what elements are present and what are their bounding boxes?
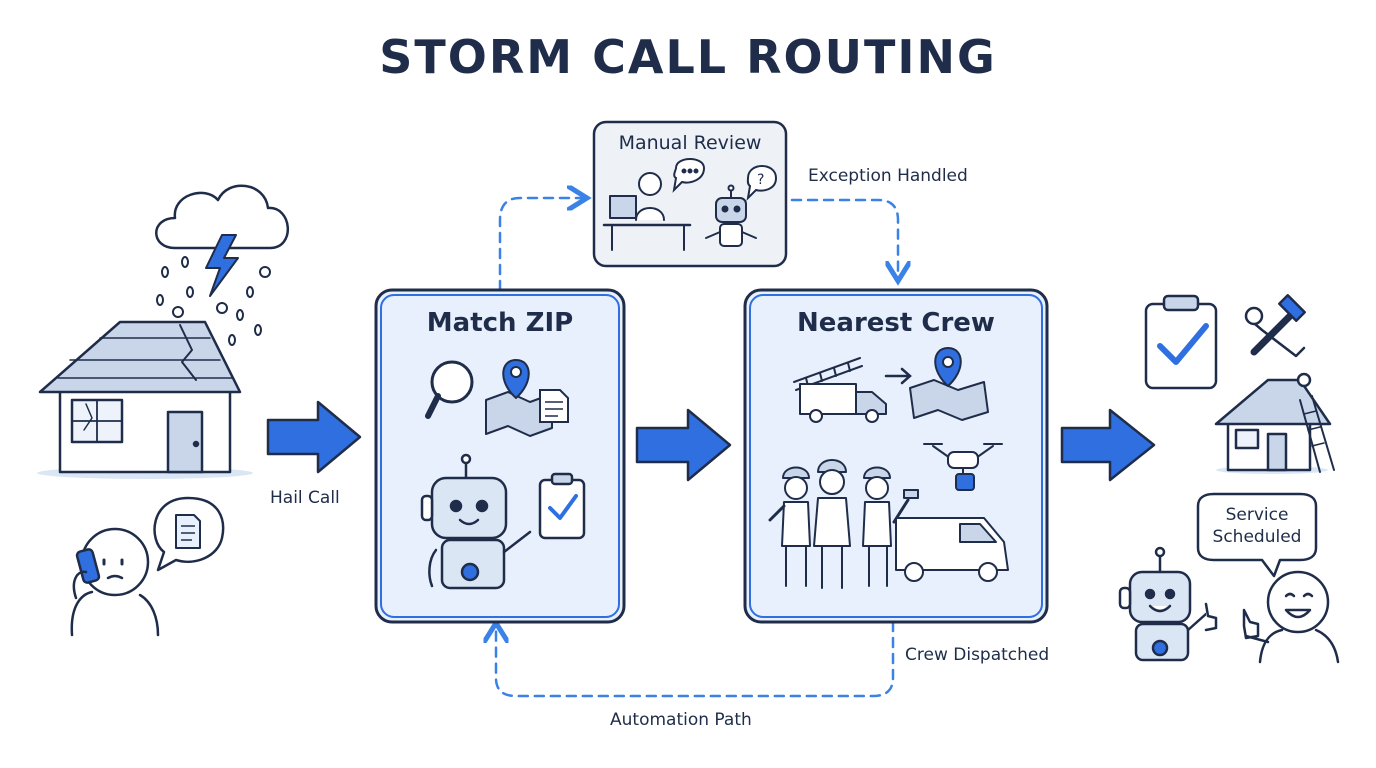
hail-call-label: Hail Call [270, 488, 340, 508]
bubble-line-1: Service [1225, 505, 1289, 525]
manual-review-title: Manual Review [618, 132, 762, 154]
clipboard-check-icon [538, 472, 586, 540]
automation-path-label: Automation Path [610, 710, 752, 730]
crew-dispatched-label: Crew Dispatched [905, 645, 1050, 665]
tools-icon [1244, 294, 1306, 358]
confused-robot-icon [705, 184, 757, 247]
small-arrow-icon [884, 367, 912, 385]
storm-cloud-icon [155, 184, 289, 250]
magnifier-icon [425, 360, 474, 419]
van-icon [895, 517, 1009, 582]
nearest-crew-title: Nearest Crew [797, 308, 995, 338]
dashed-path-exception [790, 198, 898, 276]
document-icon [539, 389, 569, 423]
question-bubble-icon: ? [746, 165, 778, 201]
caller-person-icon [70, 527, 160, 637]
ladder-truck-icon [793, 357, 887, 423]
agent-person-icon [602, 172, 692, 251]
clipboard-done-icon [1144, 294, 1218, 390]
location-map-icon [909, 347, 989, 421]
arrow-to-nearest-crew [635, 408, 732, 482]
happy-robot-icon [1118, 546, 1218, 662]
happy-customer-icon [1242, 570, 1340, 664]
document-bubble-icon [153, 496, 225, 572]
service-scheduled-text: Service Scheduled [1198, 504, 1316, 548]
hail-drops-icon [156, 256, 271, 346]
damaged-house-icon [37, 320, 253, 479]
drone-icon [923, 443, 1003, 491]
diagram-title: STORM CALL ROUTING [379, 30, 997, 84]
match-zip-title: Match ZIP [426, 308, 574, 338]
exception-handled-label: Exception Handled [808, 166, 968, 186]
arrow-to-outcome [1060, 408, 1156, 482]
robot-icon [420, 453, 532, 590]
crew-workers-icon [768, 459, 919, 589]
bubble-line-2: Scheduled [1212, 527, 1302, 547]
repaired-house-icon [1214, 372, 1335, 474]
lightning-icon [205, 234, 239, 297]
map-pin-icon [485, 359, 553, 437]
arrow-to-match-zip [266, 400, 362, 474]
dashed-path-to-review [498, 198, 582, 292]
dashed-path-automation [496, 622, 895, 698]
svg-text:?: ? [757, 172, 764, 188]
chat-bubble-icon [672, 158, 706, 193]
nearest-crew-box [743, 288, 1049, 624]
service-bubble [1196, 492, 1318, 578]
